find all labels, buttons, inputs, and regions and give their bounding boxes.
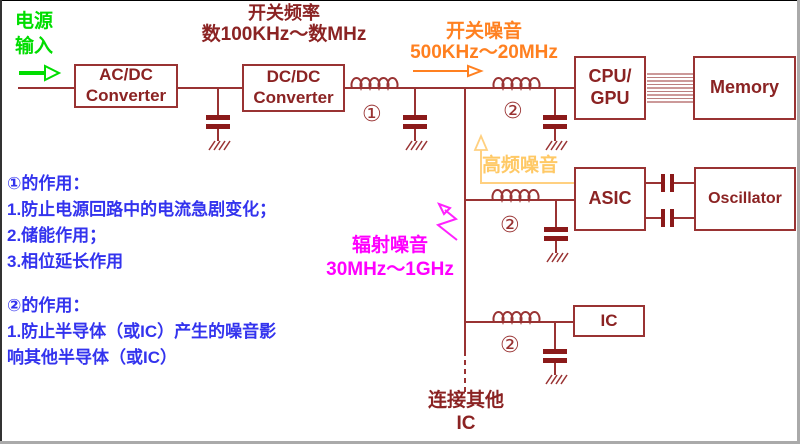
callout-1: ① (362, 101, 382, 126)
radiated-noise-bolt-icon (435, 202, 459, 241)
switching-noise-title: 开关噪音 (445, 21, 522, 42)
block-dcdc-converter: DC/DC Converter (242, 64, 345, 112)
switching-noise-arrow-icon (413, 64, 484, 78)
block-oscillator: Oscillator (694, 167, 796, 231)
switching-noise-range: 500KHz～20MHz (410, 42, 558, 63)
block-ic: IC (573, 305, 645, 337)
switching-frequency-range: 数100KHz～数MHz (201, 24, 367, 45)
block-label: IC (600, 310, 618, 330)
block-cpu-gpu: CPU/ GPU (574, 56, 646, 120)
block-label: DC/DC (266, 67, 321, 87)
coupling-capacitor-icon (646, 174, 694, 192)
radiated-noise-title: 辐射噪音 (351, 235, 428, 256)
inductor-2c-icon (492, 311, 541, 326)
inductor-1-icon (350, 77, 399, 92)
note-item: 3.相位延长作用 (7, 252, 124, 271)
connect-other-ic-label: 连接其他 IC (410, 389, 522, 435)
inductor-2b-icon (491, 189, 540, 204)
block-label: CPU/ (588, 66, 632, 87)
block-label: Memory (709, 77, 780, 98)
connect-other-line1: 连接其他 (427, 390, 504, 411)
callout-2b: ② (500, 212, 520, 237)
power-input-line2: 输入 (15, 36, 54, 57)
radiated-noise-range: 30MHz～1GHz (326, 259, 454, 280)
capacitor-ground-icon (544, 200, 569, 263)
power-input-line1: 电源 (15, 11, 54, 32)
callout-2a: ② (503, 98, 523, 123)
block-label: Oscillator (708, 190, 782, 208)
hf-noise-label: 高频噪音 (482, 155, 559, 176)
capacitor-ground-icon (543, 88, 568, 151)
edge-left (0, 0, 2, 444)
note-inductor1-functions: ①的作用： 1.防止电源回路中的电流急剧变化； 2.储能作用； 3.相位延长作用 (7, 171, 276, 275)
block-label: GPU (590, 88, 630, 108)
note-inductor2-functions: ②的作用： 1.防止半导体（或IC）产生的噪音影 响其他半导体（或IC） (7, 293, 276, 371)
memory-bus-lines (647, 73, 693, 103)
connect-other-line2: IC (456, 413, 476, 434)
block-asic: ASIC (574, 167, 646, 231)
note-title: ②的作用： (7, 296, 90, 315)
note-item: 响其他半导体（或IC） (7, 348, 177, 367)
switching-frequency-title: 开关频率 (248, 3, 320, 23)
block-acdc-converter: AC/DC Converter (74, 64, 178, 108)
coupling-capacitor-icon (646, 209, 694, 227)
edge-right (797, 0, 800, 444)
note-item: 2.储能作用； (7, 226, 107, 245)
note-item: 1.防止电源回路中的电流急剧变化； (7, 200, 277, 219)
callout-2c: ② (500, 332, 520, 357)
block-memory: Memory (693, 56, 796, 120)
block-label: AC/DC (99, 65, 153, 85)
block-label: ASIC (588, 188, 632, 209)
radiated-noise-label: 辐射噪音 30MHz～1GHz (316, 234, 464, 282)
capacitor-ground-icon (543, 322, 568, 385)
hf-noise-arrow-icon (473, 133, 577, 184)
block-label: Converter (85, 86, 167, 105)
block-label: Converter (253, 88, 334, 107)
switching-frequency-label: 开关频率 数100KHz～数MHz (184, 3, 384, 45)
note-item: 1.防止半导体（或IC）产生的噪音影 (7, 322, 277, 341)
power-input-label: 电源 输入 (15, 9, 53, 59)
note-title: ①的作用： (7, 174, 90, 193)
edge-top (0, 0, 800, 1)
capacitor-ground-icon (206, 88, 231, 151)
inductor-2a-icon (492, 77, 541, 92)
switching-noise-label: 开关噪音 500KHz～20MHz (398, 21, 570, 63)
edge-bottom (0, 441, 800, 444)
capacitor-ground-icon (403, 88, 428, 151)
power-input-arrow-icon (19, 64, 62, 82)
